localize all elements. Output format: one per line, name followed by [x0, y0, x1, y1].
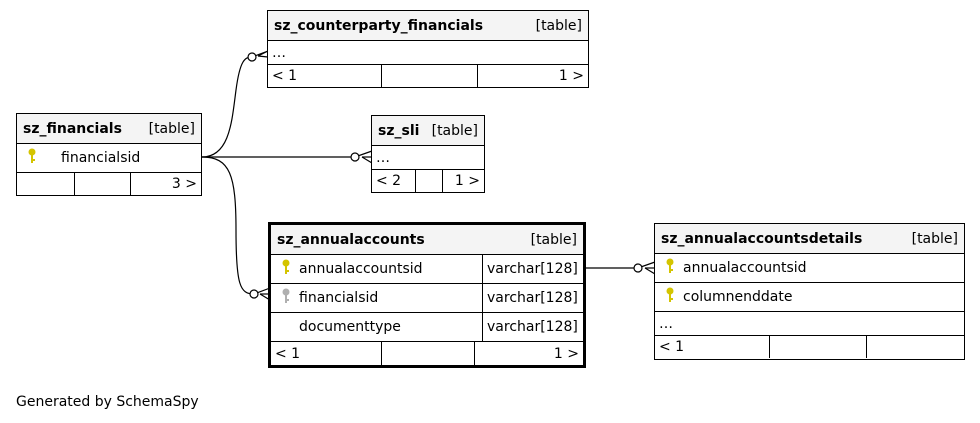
link-annualaccounts-details	[585, 261, 656, 269]
footer-spacer	[415, 170, 442, 192]
ellipsis-row: …	[268, 41, 588, 65]
ellipsis-text: …	[659, 315, 673, 332]
column-name: financialsid	[299, 290, 379, 306]
primary-key-icon	[663, 287, 677, 307]
table-kind: [table]	[911, 230, 958, 247]
table-kind: [table]	[431, 122, 478, 139]
children-count[interactable]: 3 >	[130, 173, 201, 195]
table-sz-counterparty-financials[interactable]: sz_counterparty_financials [table] … < 1…	[267, 10, 589, 88]
ellipsis-row: …	[372, 146, 484, 170]
table-footer: < 2 1 >	[372, 170, 484, 192]
column-type: varchar[128]	[487, 319, 578, 335]
table-sz-sli[interactable]: sz_sli [table] … < 2 1 >	[371, 115, 485, 193]
table-footer: < 1 1 >	[268, 65, 588, 87]
table-header: sz_sli [table]	[372, 116, 484, 146]
column-name: documenttype	[299, 319, 401, 335]
table-header: sz_annualaccountsdetails [table]	[655, 224, 964, 254]
parents-count[interactable]: < 1	[275, 345, 301, 362]
table-footer: < 1 1 >	[271, 342, 583, 365]
column-row[interactable]: annualaccountsid	[655, 254, 964, 283]
footer-spacer	[381, 65, 477, 87]
table-header: sz_financials [table]	[17, 114, 201, 144]
table-kind: [table]	[148, 120, 195, 137]
footer-spacer	[74, 173, 130, 195]
table-footer: < 1	[655, 336, 964, 358]
table-name: sz_financials	[23, 120, 122, 137]
column-type: varchar[128]	[487, 290, 578, 306]
table-kind: [table]	[535, 17, 582, 34]
link-financials-counterparty	[201, 50, 269, 158]
children-count[interactable]: 1 >	[442, 170, 484, 192]
footer-spacer	[17, 173, 74, 195]
generated-by-label: Generated by SchemaSpy	[16, 394, 199, 410]
table-name: sz_annualaccounts	[277, 231, 425, 248]
column-row[interactable]: columnenddate	[655, 283, 964, 312]
ellipsis-text: …	[272, 44, 286, 61]
link-financials-annualaccounts	[201, 156, 271, 295]
column-type: varchar[128]	[487, 261, 578, 277]
table-name: sz_annualaccountsdetails	[661, 230, 863, 247]
link-financials-sli	[202, 150, 373, 158]
children-count[interactable]: 1 >	[477, 65, 588, 87]
ellipsis-text: …	[376, 149, 390, 166]
table-sz-annualaccounts[interactable]: sz_annualaccounts [table] annualaccounts…	[268, 222, 586, 368]
column-row[interactable]: financialsid	[17, 144, 201, 173]
table-kind: [table]	[530, 231, 577, 248]
footer-spacer	[866, 336, 964, 358]
foreign-key-icon	[279, 288, 293, 308]
column-row[interactable]: documenttype varchar[128]	[271, 313, 583, 342]
primary-key-icon	[663, 258, 677, 278]
parents-count[interactable]: < 1	[272, 68, 298, 84]
ellipsis-row: …	[655, 312, 964, 336]
children-count[interactable]: 1 >	[474, 342, 583, 365]
footer-spacer	[769, 336, 866, 358]
parents-count[interactable]: < 1	[659, 339, 685, 355]
table-name: sz_counterparty_financials	[274, 17, 484, 34]
table-header: sz_counterparty_financials [table]	[268, 11, 588, 41]
column-name: annualaccountsid	[299, 261, 423, 277]
footer-spacer	[381, 342, 474, 365]
column-name: annualaccountsid	[683, 260, 807, 276]
column-row[interactable]: financialsid varchar[128]	[271, 284, 583, 313]
primary-key-icon	[279, 259, 293, 279]
table-sz-annualaccountsdetails[interactable]: sz_annualaccountsdetails [table] annuala…	[654, 223, 965, 360]
column-name: financialsid	[61, 150, 141, 166]
column-row[interactable]: annualaccountsid varchar[128]	[271, 255, 583, 284]
table-sz-financials[interactable]: sz_financials [table] financialsid 3 >	[16, 113, 202, 196]
primary-key-icon	[25, 148, 39, 168]
parents-count[interactable]: < 2	[376, 173, 402, 189]
table-name: sz_sli	[378, 122, 420, 139]
table-header: sz_annualaccounts [table]	[271, 225, 583, 255]
column-name: columnenddate	[683, 289, 793, 305]
table-footer: 3 >	[17, 173, 201, 195]
